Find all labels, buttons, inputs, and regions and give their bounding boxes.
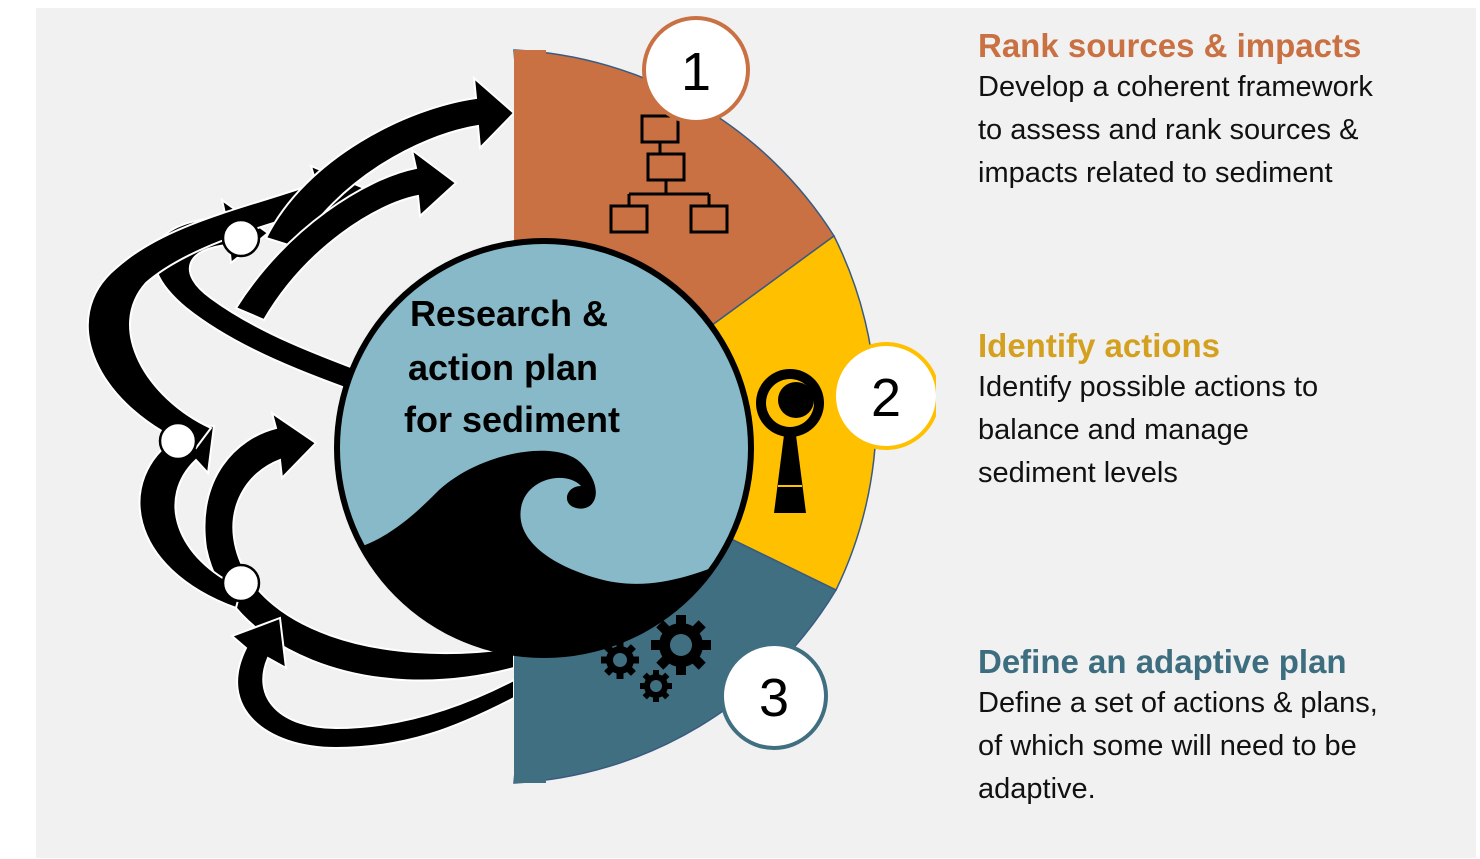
hierarchy-icon (609, 114, 729, 234)
step-2-description-line-2: balance and manage (978, 414, 1249, 446)
step-3-text: Define an adaptive plan Define a set of … (978, 642, 1458, 811)
step-1-description-line-2: to assess and rank sources & (978, 114, 1359, 146)
step-2-text: Identify actions Identify possible actio… (978, 326, 1458, 495)
center-label-line-2: action plan (408, 347, 598, 388)
step-2-description-line-3: sediment levels (978, 457, 1178, 489)
magnifier-icon (756, 369, 824, 513)
step-2-description-line-1: Identify possible actions to (978, 371, 1319, 403)
step-1-title: Rank sources & impacts (978, 27, 1362, 64)
step-3-description-line-3: adaptive. (978, 773, 1096, 805)
research-cycle-diagram: Research & action plan for sediment (86, 16, 936, 784)
step-1-text: Rank sources & impacts Develop a coheren… (978, 26, 1458, 195)
step-2-title: Identify actions (978, 327, 1221, 364)
svg-text:Research & action plan: Research & action plan for sediment (404, 293, 620, 440)
center-label-line-3: for sediment (404, 399, 620, 440)
step-number-3: 3 (759, 668, 789, 728)
step-1-description-line-3: impacts related to sediment (978, 157, 1333, 189)
gears-icon (601, 615, 711, 702)
step-3-description-line-2: of which some will need to be (978, 730, 1357, 762)
diagram-canvas: Research & action plan for sediment (36, 8, 1476, 858)
cycle-node-dots (158, 218, 261, 603)
step-number-2: 2 (871, 368, 901, 428)
step-badge-2: 2 (832, 342, 936, 450)
step-3-title: Define an adaptive plan (978, 643, 1347, 680)
step-badge-3: 3 (720, 642, 828, 750)
step-3-description-line-1: Define a set of actions & plans, (978, 687, 1378, 719)
step-badge-1: 1 (642, 16, 750, 124)
center-label-line-1: Research & (410, 293, 608, 334)
step-number-1: 1 (681, 42, 711, 102)
step-1-description-line-1: Develop a coherent framework (978, 71, 1373, 103)
